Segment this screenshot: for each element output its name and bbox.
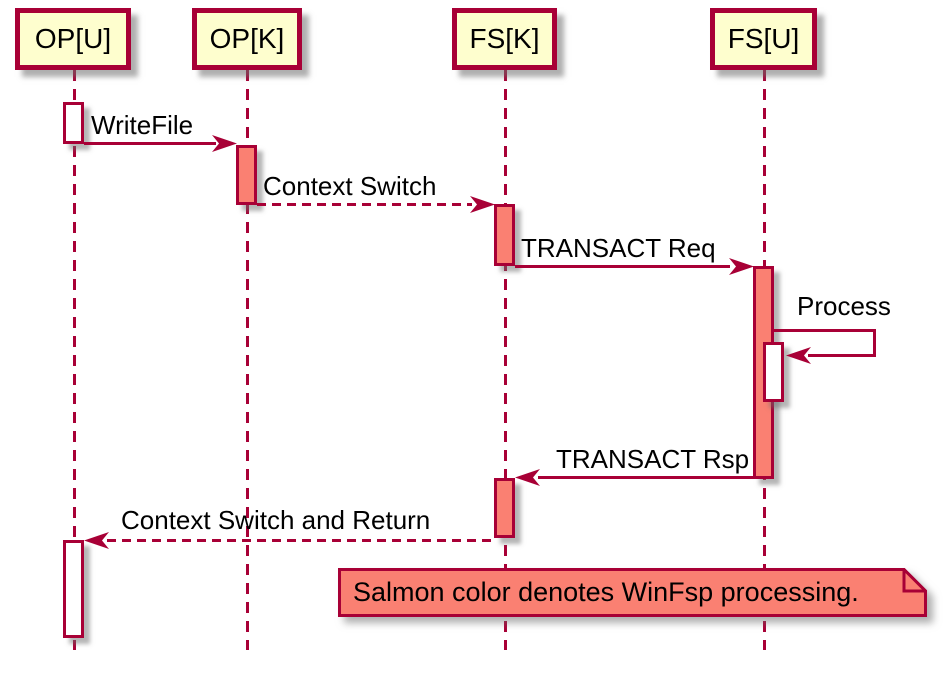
message-line-context-switch: [257, 203, 472, 206]
message-label-context-switch-return: Context Switch and Return: [121, 505, 431, 535]
participant-box-fsu: FS[U]: [710, 8, 817, 70]
message-label-writefile: WriteFile: [91, 110, 194, 140]
activation-bar-fsk-1: [494, 204, 515, 266]
activation-bar-opu-1: [63, 102, 84, 144]
participant-box-opk: OP[K]: [192, 8, 302, 70]
participant-box-opu: OP[U]: [15, 8, 131, 70]
activation-bar-opu-2: [63, 540, 84, 638]
participant-label-fsu: FS[U]: [727, 23, 800, 54]
message-label-process: Process: [797, 291, 891, 321]
self-message-line-back: [808, 354, 876, 357]
message-line-transact-rsp: [538, 476, 753, 479]
participant-label-opu: OP[U]: [34, 23, 112, 54]
activation-bar-fsk-2: [494, 478, 515, 538]
arrowhead-left-icon: [84, 532, 109, 549]
participant-label-opk: OP[K]: [209, 23, 285, 54]
arrowhead-left-icon: [515, 469, 540, 486]
note-text: Salmon color denotes WinFsp processing.: [353, 577, 859, 607]
message-label-transact-req: TRANSACT Req: [521, 233, 716, 263]
participant-label-fsk: FS[K]: [469, 23, 540, 54]
arrowhead-right-icon: [729, 258, 754, 275]
message-label-transact-rsp: TRANSACT Rsp: [556, 444, 750, 474]
lifeline-opu: [73, 70, 76, 650]
note-fold-corner-icon: [902, 568, 927, 593]
note: Salmon color denotes WinFsp processing.: [338, 568, 927, 617]
message-line-writefile: [84, 142, 216, 145]
self-message-line-out: [774, 329, 876, 332]
note-shape: [338, 568, 927, 617]
message-label-context-switch: Context Switch: [263, 171, 437, 201]
activation-bar-fsu-nested: [763, 342, 784, 402]
self-message-line-down: [873, 329, 876, 357]
lifeline-opk: [246, 70, 249, 650]
participant-box-fsk: FS[K]: [452, 8, 557, 70]
message-line-context-switch-return: [107, 539, 495, 542]
message-line-transact-req: [515, 265, 730, 268]
lifeline-fsk: [504, 70, 507, 650]
activation-bar-opk: [236, 145, 257, 205]
arrowhead-right-icon: [470, 196, 495, 213]
